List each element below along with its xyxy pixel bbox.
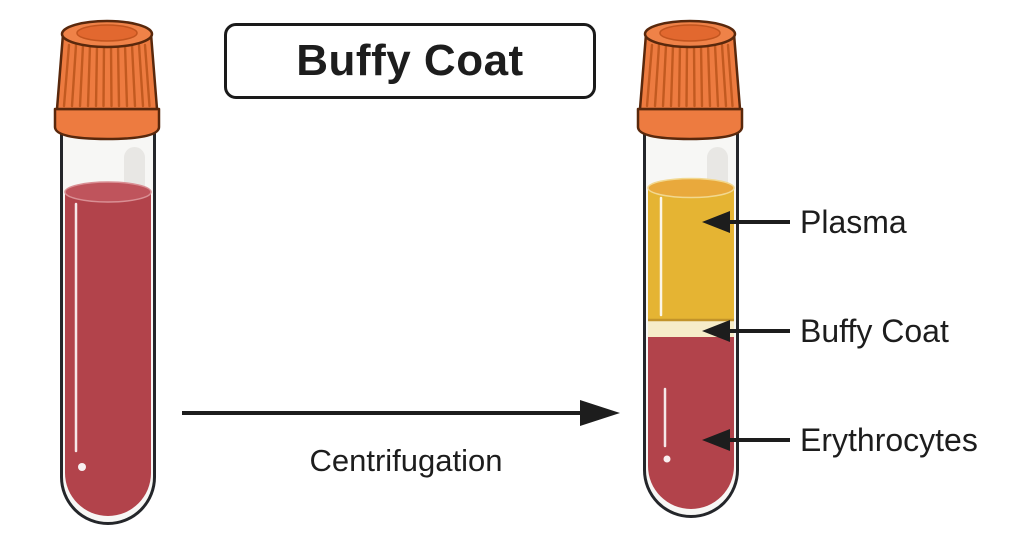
plasma-arrow-icon xyxy=(702,211,790,233)
plasma-label: Plasma xyxy=(800,204,907,240)
erythrocytes-label: Erythrocytes xyxy=(800,422,978,458)
erythrocytes-layer xyxy=(648,337,734,509)
whole-blood-tube-illustration xyxy=(53,19,161,525)
title-box: Buffy Coat xyxy=(224,23,596,99)
cap-ribs xyxy=(645,43,734,108)
erythrocyte-highlight-dot xyxy=(663,455,671,463)
plasma-surface xyxy=(647,177,735,199)
erythrocytes-arrow-icon xyxy=(702,429,790,451)
centrifugation-label: Centrifugation xyxy=(309,443,503,478)
blood-surface xyxy=(64,181,152,203)
buffy-coat-arrow-icon xyxy=(702,320,790,342)
buffy-coat-label-row: Buffy Coat xyxy=(700,313,949,349)
cap-ribs xyxy=(62,43,151,108)
plasma-label-row: Plasma xyxy=(700,204,907,240)
liquid-highlight-dot xyxy=(78,463,86,471)
separated-blood-tube-illustration xyxy=(636,19,744,518)
centrifugation-arrow-icon xyxy=(182,400,620,426)
buffy-coat-label: Buffy Coat xyxy=(800,313,949,349)
title-text: Buffy Coat xyxy=(296,36,524,85)
tube-cap xyxy=(636,19,744,141)
erythrocytes-label-row: Erythrocytes xyxy=(700,422,978,458)
whole-blood-fill xyxy=(65,192,151,516)
tube-cap xyxy=(53,19,161,141)
